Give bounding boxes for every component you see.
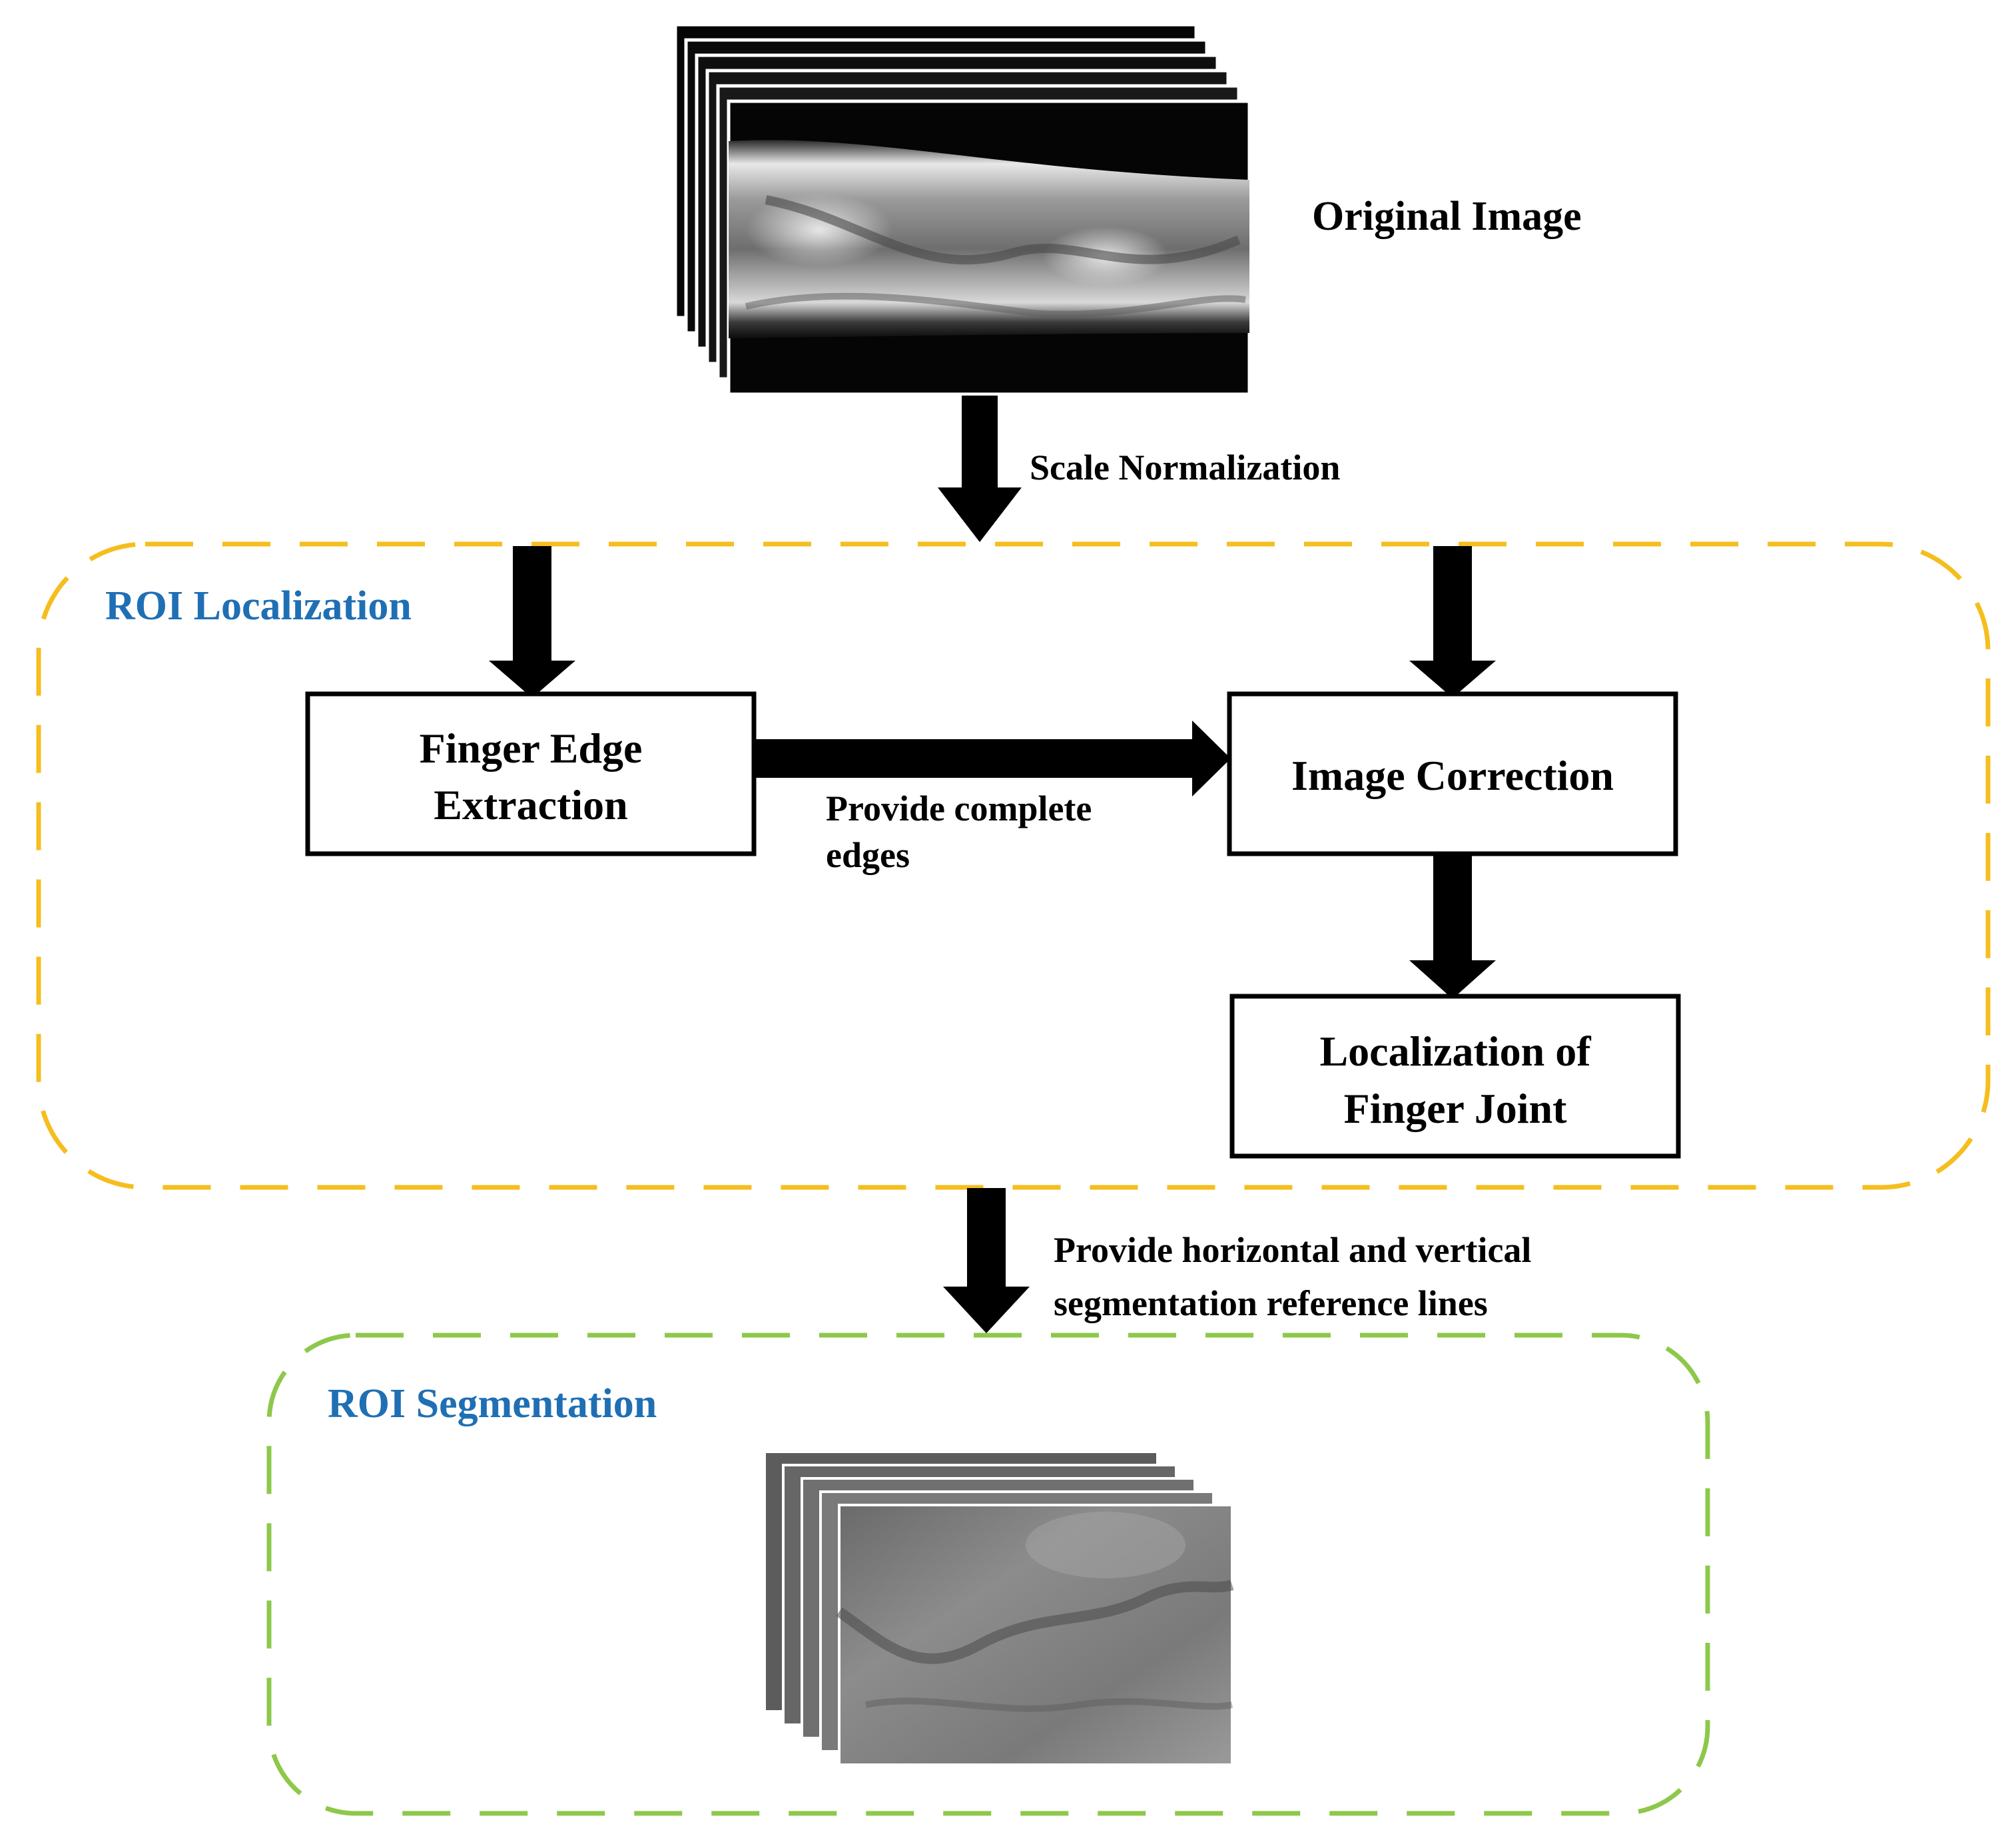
arrow-into-joint-localization [1409, 855, 1496, 999]
roi-localization-container [36, 541, 1991, 1190]
arrow-into-image-correction [1409, 546, 1496, 698]
provide-lines-line2: segmentation reference lines [1054, 1283, 1488, 1323]
joint-localization-line2: Finger Joint [1344, 1085, 1568, 1132]
provide-complete-line2: edges [826, 835, 910, 875]
image-correction-label: Image Correction [1291, 752, 1614, 799]
joint-localization-box: Localization of Finger Joint [1229, 994, 1681, 1159]
joint-localization-line1: Localization of [1319, 1028, 1591, 1075]
original-image-label: Original Image [1312, 194, 1582, 239]
arrow-into-finger-edge [489, 546, 575, 698]
roi-vein-image [836, 1504, 1234, 1766]
finger-edge-line2: Extraction [434, 781, 628, 828]
roi-image-stack [763, 1450, 1234, 1766]
roi-segmentation-container [266, 1333, 1710, 1816]
provide-lines-line1: Provide horizontal and vertical [1054, 1230, 1531, 1270]
finger-vein-image [727, 99, 1251, 396]
finger-edge-line1: Finger Edge [420, 725, 643, 772]
original-image-stack [673, 23, 1251, 396]
image-correction-box: Image Correction [1227, 691, 1678, 856]
roi-localization-title: ROI Localization [105, 583, 412, 629]
provide-complete-line1: Provide complete [826, 788, 1092, 828]
arrow-provide-complete-edges [755, 721, 1231, 796]
arrow-provide-reference-lines [943, 1188, 1030, 1333]
roi-segmentation-title: ROI Segmentation [328, 1381, 657, 1426]
scale-normalization-label: Scale Normalization [1030, 448, 1340, 487]
finger-edge-extraction-box: Finger Edge Extraction [305, 691, 757, 856]
arrow-scale-normalization [938, 396, 1022, 542]
